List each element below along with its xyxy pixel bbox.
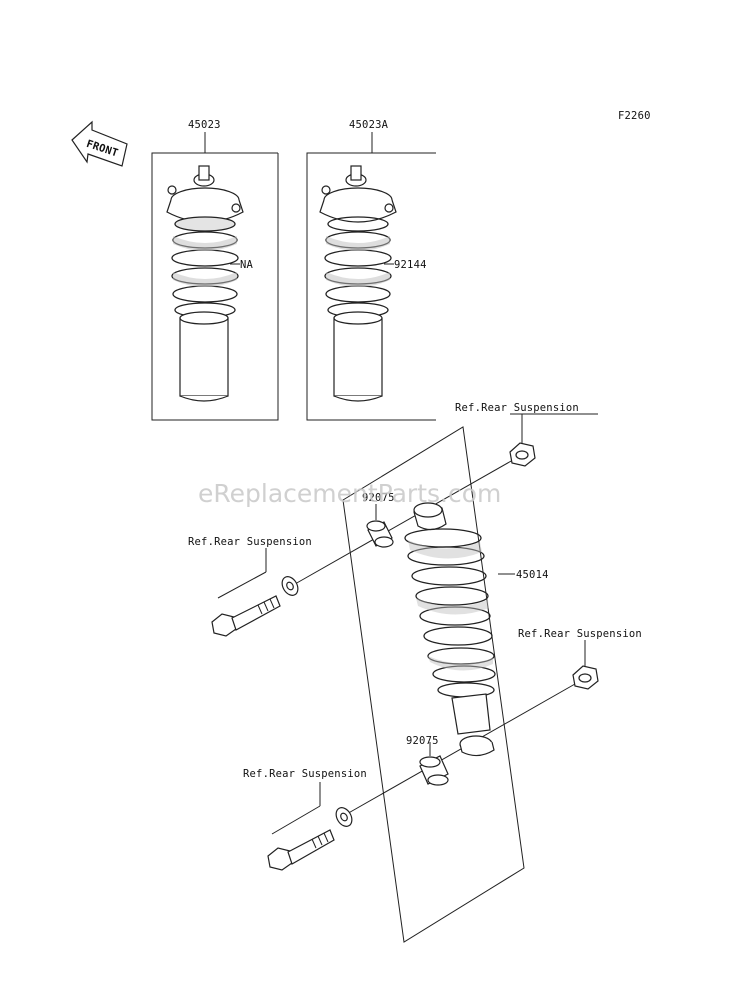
ref-mid-right[interactable]: Ref.Rear Suspension bbox=[518, 628, 642, 640]
assembly-45014-frame bbox=[342, 426, 525, 943]
washer-mid-left-icon bbox=[281, 576, 299, 596]
front-arrow-icon: FRONT bbox=[71, 120, 128, 167]
ref-mid-left[interactable]: Ref.Rear Suspension bbox=[188, 536, 312, 548]
watermark: eReplacementParts.com bbox=[198, 479, 501, 508]
assembly-45023-box bbox=[151, 132, 279, 421]
nut-top-right-icon bbox=[509, 442, 536, 467]
nut-mid-right-icon bbox=[572, 665, 599, 690]
ref-top-right[interactable]: Ref.Rear Suspension bbox=[455, 402, 579, 414]
label-92075-bottom[interactable]: 92075 bbox=[406, 735, 439, 747]
front-shock-45023-icon bbox=[166, 165, 244, 402]
label-45023a[interactable]: 45023A bbox=[349, 119, 389, 131]
front-shock-45023a-icon bbox=[319, 165, 397, 402]
label-45014[interactable]: 45014 bbox=[516, 569, 549, 581]
collar-92075-bottom-icon bbox=[419, 755, 449, 786]
bolt-mid-left-icon bbox=[211, 595, 281, 637]
collar-92075-top-icon bbox=[366, 520, 394, 548]
figure-code: F2260 bbox=[618, 110, 651, 122]
label-na[interactable]: NA bbox=[240, 259, 254, 271]
washer-bottom-left-icon bbox=[335, 807, 353, 827]
assembly-45023a-box bbox=[306, 132, 436, 421]
label-45023[interactable]: 45023 bbox=[188, 119, 221, 131]
ref-bottom-left[interactable]: Ref.Rear Suspension bbox=[243, 768, 367, 780]
label-92144[interactable]: 92144 bbox=[394, 259, 427, 271]
label-92075-top[interactable]: 92075 bbox=[362, 492, 395, 504]
bolt-bottom-left-icon bbox=[267, 829, 335, 871]
rear-shock-45014-icon bbox=[404, 502, 496, 757]
